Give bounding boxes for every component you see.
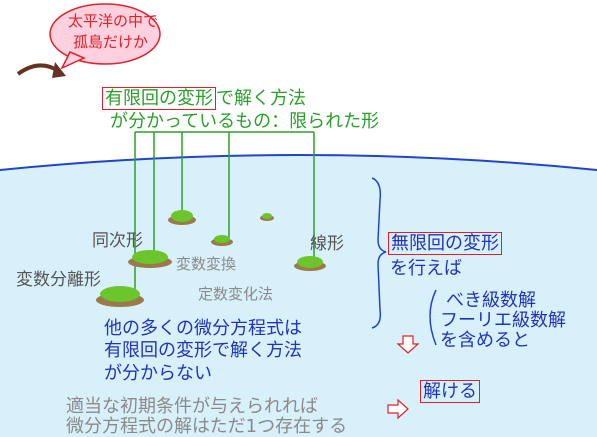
shoreline bbox=[0, 154, 597, 171]
island-small-3 bbox=[260, 213, 274, 221]
label-change-of-variables: 変数変換 bbox=[176, 255, 237, 273]
bubble-text-line1: 太平洋の中で bbox=[68, 12, 159, 30]
down-arrow-icon bbox=[396, 335, 420, 354]
infinite-line2: を行えば bbox=[390, 258, 462, 279]
condition-line1: 適当な初期条件が与えられれば bbox=[66, 396, 318, 417]
methods-line1: べき級数解 bbox=[446, 290, 536, 311]
infinite-line1: 無限回の変形 bbox=[388, 232, 502, 255]
label-variation-of-constants: 定数変化法 bbox=[198, 285, 274, 303]
finite-line2: が分かっているもの：限られた形 bbox=[110, 111, 380, 132]
connector-lines bbox=[134, 131, 315, 290]
island-separable bbox=[96, 286, 144, 307]
others-line1: 他の多くの微分方程式は bbox=[104, 318, 302, 339]
finite-rest1: で解く方法 bbox=[216, 88, 306, 109]
speech-bubble bbox=[49, 3, 161, 70]
island-small-2 bbox=[211, 235, 233, 246]
others-line2: 有限回の変形で解く方法 bbox=[104, 340, 302, 361]
paren bbox=[429, 289, 437, 346]
island-homogeneous bbox=[128, 250, 172, 268]
right-arrow-icon bbox=[387, 398, 409, 420]
condition-line2: 微分方程式の解はただ1つ存在する bbox=[66, 416, 348, 437]
sea-area bbox=[0, 155, 597, 437]
label-linear: 線形 bbox=[310, 234, 344, 254]
methods-line3: を含めると bbox=[440, 330, 530, 351]
infinite-highlight: 無限回の変形 bbox=[388, 232, 502, 255]
methods-line2: フーリエ級数解 bbox=[440, 310, 566, 331]
label-homogeneous: 同次形 bbox=[92, 231, 143, 251]
brace bbox=[371, 177, 387, 329]
island-small-1 bbox=[168, 210, 196, 225]
solvable-label: 解ける bbox=[420, 380, 480, 403]
bubble-text-line2: 孤島だけか bbox=[73, 33, 149, 51]
arrowhead-icon bbox=[52, 62, 66, 78]
label-separable: 変数分離形 bbox=[16, 270, 101, 290]
others-line3: が分からない bbox=[104, 363, 212, 384]
finite-line1: 有限回の変形で解く方法 bbox=[102, 87, 306, 110]
finite-highlight: 有限回の変形 bbox=[102, 87, 216, 110]
solvable-highlight: 解ける bbox=[420, 380, 480, 403]
island-linear bbox=[294, 256, 326, 271]
